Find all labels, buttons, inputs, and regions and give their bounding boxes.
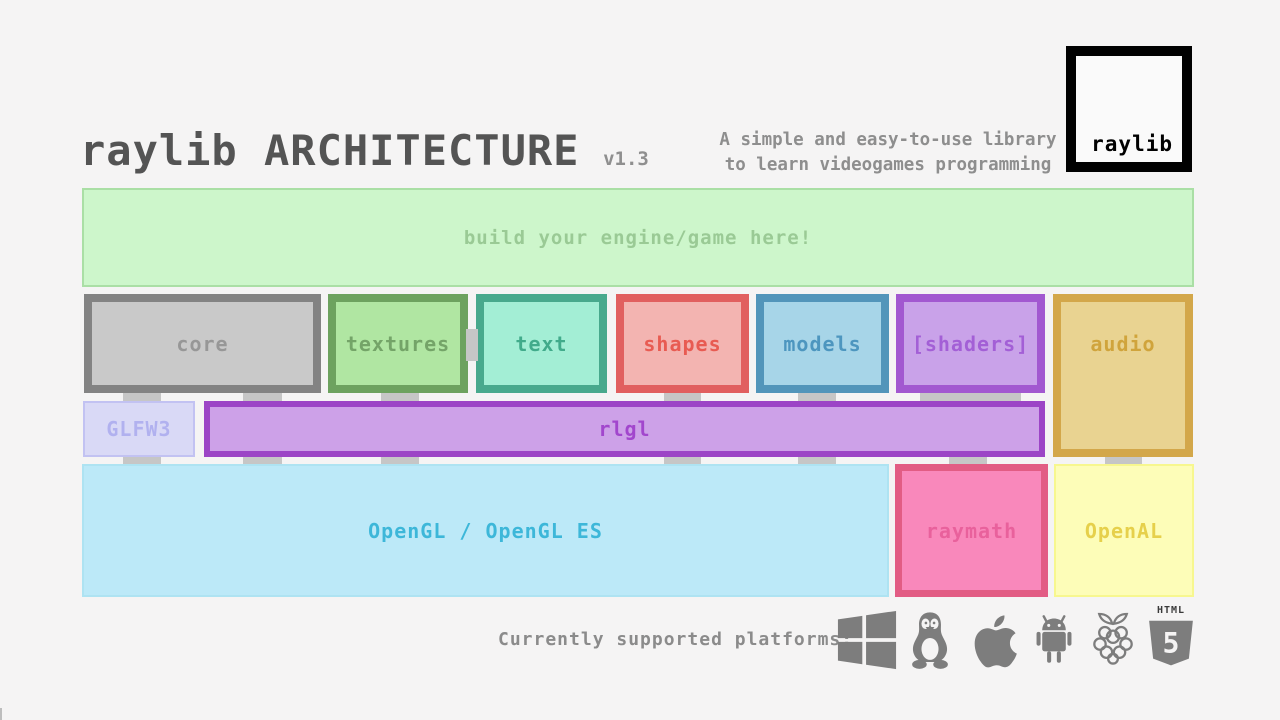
module-shaders-label: [shaders]: [911, 331, 1030, 356]
android-icon: [1028, 608, 1080, 672]
screen-edge-artifact: [0, 708, 2, 720]
connector-core-rlgl: [243, 393, 282, 401]
box-opengl-label: OpenGL / OpenGL ES: [368, 518, 603, 543]
raylib-logo-text: raylib: [1091, 132, 1173, 156]
platform-icons: HTML 5: [837, 604, 1196, 676]
engine-box-label: build your engine/game here!: [463, 226, 813, 249]
connector-textures-text: [466, 329, 478, 361]
module-models: models: [756, 294, 889, 393]
tagline-line1: A simple and easy-to-use library: [719, 130, 1057, 150]
module-models-label: models: [783, 331, 862, 356]
module-audio-label: audio: [1090, 331, 1156, 356]
module-core-label: core: [176, 331, 229, 356]
connector-core-glfw3: [123, 393, 161, 401]
page-title: raylib ARCHITECTURE: [80, 126, 580, 175]
module-textures-label: textures: [345, 331, 451, 356]
connector-rlgl-opengl-2: [381, 457, 419, 464]
windows-icon: [837, 607, 897, 673]
module-core: core: [84, 294, 321, 393]
html5-number: 5: [1163, 627, 1180, 660]
engine-box: build your engine/game here!: [82, 188, 1194, 287]
version-label: v1.3: [603, 148, 649, 170]
connector-rlgl-opengl-1: [243, 457, 282, 464]
apple-icon: [963, 607, 1021, 673]
box-glfw3-label: GLFW3: [106, 417, 172, 441]
platforms-label: Currently supported platforms:: [498, 629, 854, 650]
box-opengl: OpenGL / OpenGL ES: [82, 464, 889, 597]
connector-rlgl-raymath: [949, 457, 987, 464]
box-openal: OpenAL: [1054, 464, 1194, 597]
connector-shapes-rlgl: [664, 393, 701, 401]
connector-rlgl-opengl-4: [798, 457, 836, 464]
linux-icon: [904, 606, 956, 674]
module-shaders: [shaders]: [896, 294, 1045, 393]
box-raymath: raymath: [895, 464, 1048, 597]
connector-glfw3-opengl: [123, 457, 161, 464]
page-title-wrap: raylib ARCHITECTURE v1.3: [80, 126, 649, 175]
tagline: A simple and easy-to-use library to lear…: [716, 128, 1060, 178]
module-shapes: shapes: [616, 294, 749, 393]
module-text: text: [476, 294, 607, 393]
box-rlgl: rlgl: [204, 401, 1045, 457]
connector-textures-rlgl: [381, 393, 419, 401]
box-glfw3: GLFW3: [83, 401, 195, 457]
connector-rlgl-opengl-3: [664, 457, 701, 464]
raylib-logo: raylib: [1066, 46, 1192, 172]
module-audio: audio: [1053, 294, 1193, 457]
tagline-line2: to learn videogames programming: [724, 155, 1052, 175]
module-text-label: text: [515, 331, 568, 356]
module-shapes-label: shapes: [643, 331, 722, 356]
box-openal-label: OpenAL: [1084, 518, 1164, 543]
connector-models-rlgl: [798, 393, 836, 401]
module-textures: textures: [328, 294, 468, 393]
connector-shaders-rlgl: [920, 393, 1021, 401]
box-rlgl-label: rlgl: [598, 417, 651, 441]
connector-audio-openal: [1105, 457, 1142, 464]
raspberry-pi-icon: [1087, 606, 1139, 674]
html5-word: HTML: [1156, 605, 1186, 616]
html5-icon: HTML 5: [1146, 606, 1196, 674]
box-raymath-label: raymath: [925, 518, 1018, 543]
